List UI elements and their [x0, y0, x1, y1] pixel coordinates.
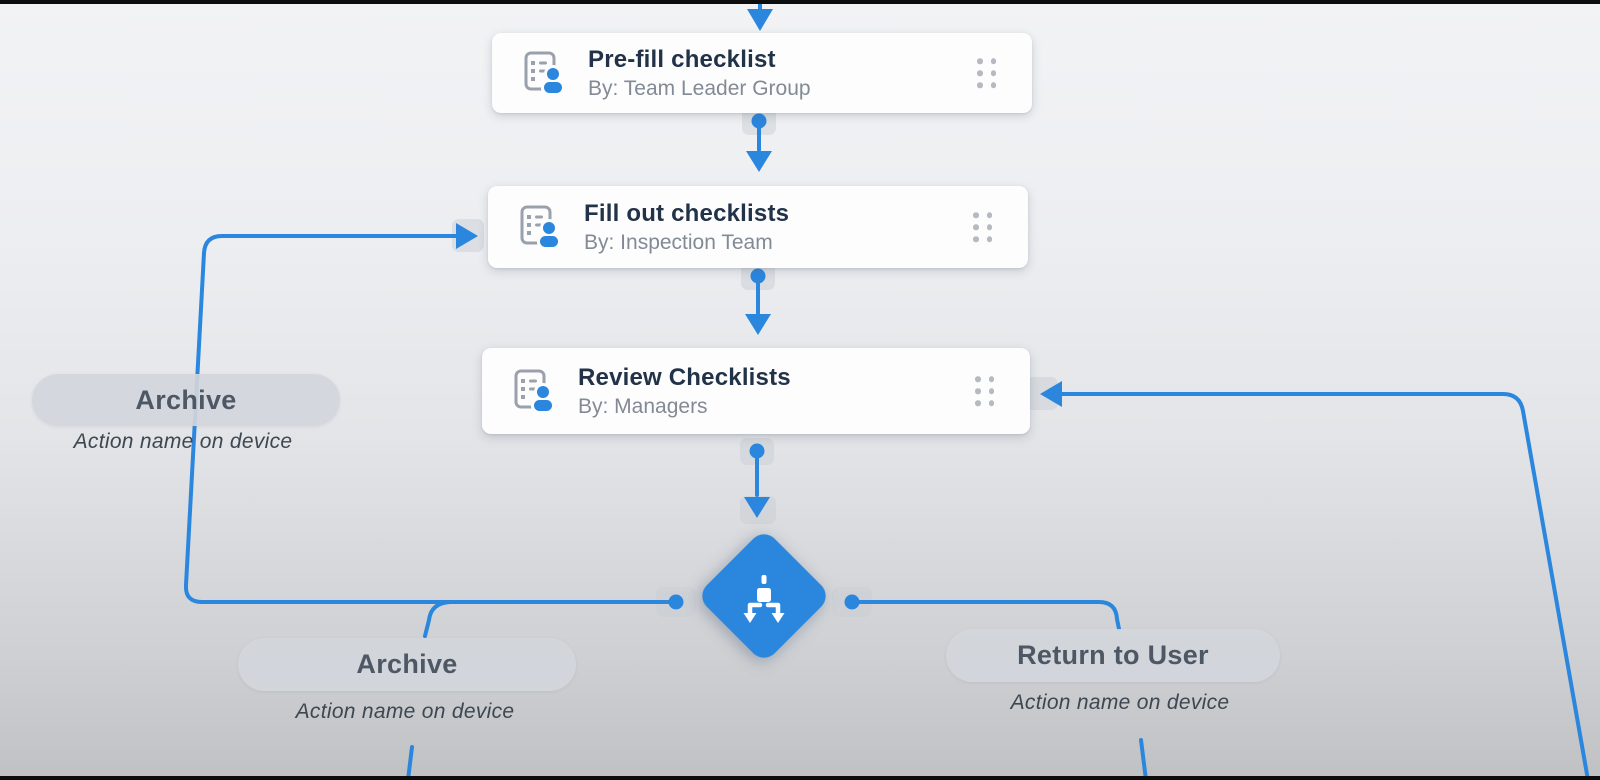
- workflow-card-review-checklists[interactable]: Review Checklists By: Managers: [482, 348, 1030, 434]
- workflow-card-fill-out-checklists[interactable]: Fill out checklists By: Inspection Team: [488, 186, 1028, 268]
- connection-port[interactable]: [750, 268, 766, 284]
- arrowhead-down: [744, 497, 770, 518]
- arrowhead-right: [456, 223, 478, 249]
- edge-caption-left: Action name on device: [73, 430, 293, 453]
- connection-port[interactable]: [749, 443, 765, 459]
- workflow-card-prefill-checklist[interactable]: Pre-fill checklist By: Team Leader Group: [492, 33, 1032, 113]
- edge-feedback-to-review: [1052, 392, 1590, 780]
- card-title: Pre-fill checklist: [588, 45, 776, 73]
- edge-caption-bottom-right: Action name on device: [1010, 691, 1230, 714]
- card-assignee: By: Team Leader Group: [588, 77, 811, 101]
- checklist-assignee-icon: [514, 369, 555, 413]
- edge-label-archive-bottom[interactable]: Archive: [238, 638, 576, 691]
- arrowhead-down: [747, 9, 773, 31]
- edge-archive-down-lower: [406, 745, 414, 780]
- drag-handle[interactable]: [973, 212, 992, 242]
- edge-label-text: Archive: [135, 384, 237, 415]
- edge-label-archive-left[interactable]: Archive: [32, 374, 340, 426]
- arrowhead-down: [746, 151, 772, 172]
- drag-handle[interactable]: [975, 376, 994, 406]
- edge-label-return-to-user[interactable]: Return to User: [946, 629, 1280, 682]
- edge-label-text: Return to User: [1017, 640, 1209, 670]
- checklist-assignee-icon: [524, 51, 565, 95]
- arrowhead-down: [745, 314, 771, 335]
- letterbox-bar-bottom: [0, 776, 1600, 780]
- connection-port[interactable]: [668, 594, 684, 610]
- card-assignee: By: Managers: [578, 395, 708, 419]
- letterbox-bar-top: [0, 0, 1600, 4]
- card-title: Fill out checklists: [584, 199, 790, 227]
- card-title: Review Checklists: [578, 363, 791, 391]
- edge-return-lower: [1139, 738, 1148, 780]
- edge-label-text: Archive: [356, 649, 458, 679]
- decision-node[interactable]: [696, 528, 832, 664]
- edge-archive-down-upper: [423, 600, 452, 638]
- edge-caption-bottom-left: Action name on device: [295, 700, 515, 723]
- checklist-assignee-icon: [520, 205, 561, 249]
- card-assignee: By: Inspection Team: [584, 231, 773, 255]
- edge-return-upper: [850, 600, 1121, 631]
- drag-handle[interactable]: [977, 58, 996, 88]
- branch-split-icon: [743, 575, 785, 623]
- connection-port[interactable]: [751, 113, 767, 129]
- connection-port[interactable]: [844, 594, 860, 610]
- arrowhead-left: [1040, 381, 1062, 407]
